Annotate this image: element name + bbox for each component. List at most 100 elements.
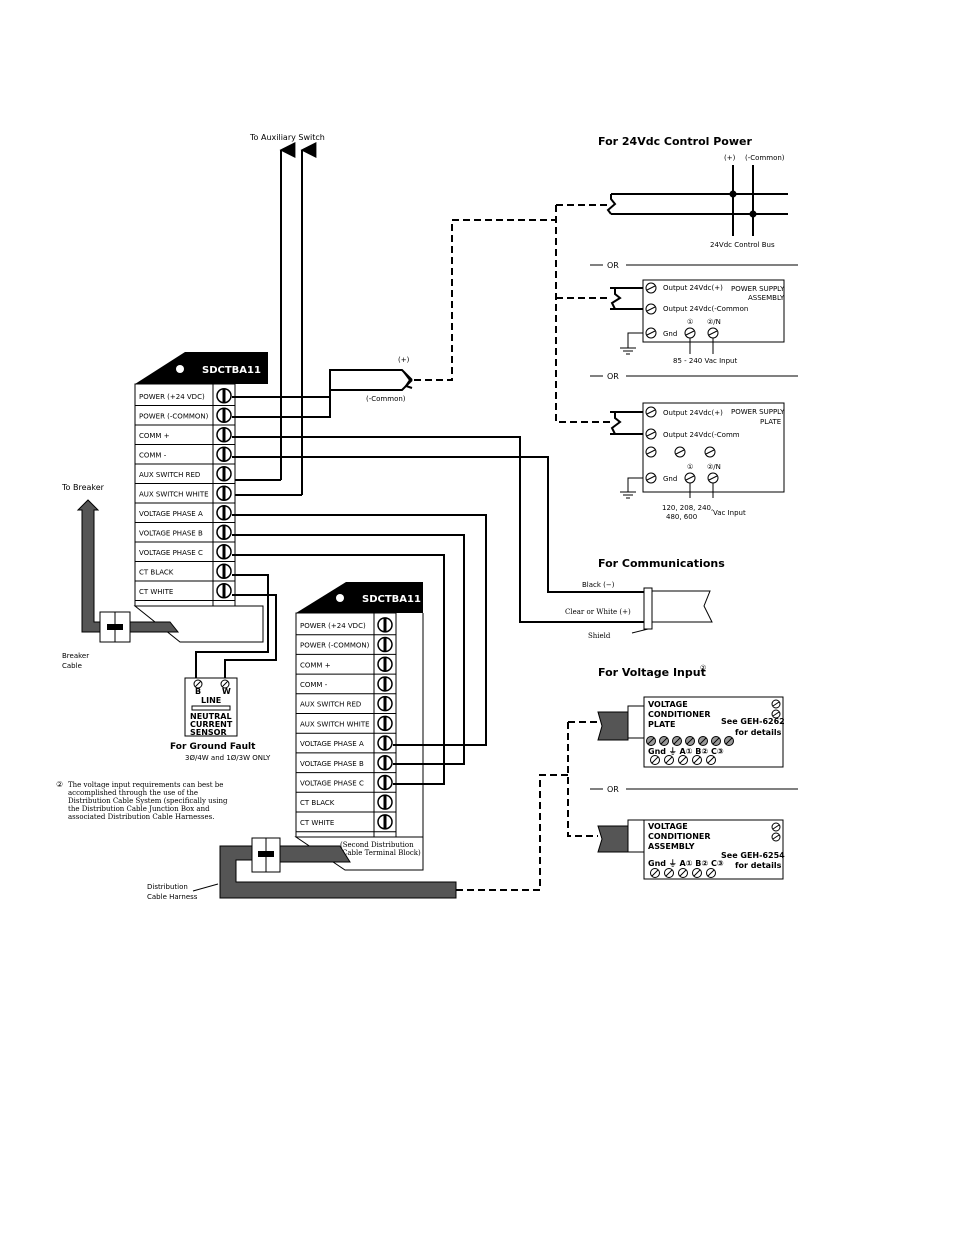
screw-slot-icon — [699, 737, 707, 745]
screw-slot-icon — [383, 716, 387, 731]
comm-cable — [631, 587, 713, 634]
block1-terminal-label: POWER (+24 VDC) — [139, 393, 205, 401]
neutral-current-sensor: B W LINE NEUTRAL CURRENT SENSOR — [184, 677, 238, 737]
distribution-cable-harness — [219, 837, 457, 899]
distribution-cable-label-2: Cable Harness — [147, 893, 198, 901]
voltage-phase-wires — [232, 514, 487, 785]
screw-slot-icon — [383, 755, 387, 770]
screw-slot-icon — [222, 525, 226, 540]
svg-text:①: ① — [687, 463, 693, 471]
block1-terminal-row: VOLTAGE PHASE A — [135, 505, 235, 523]
block2-terminal-label: VOLTAGE PHASE A — [300, 740, 364, 748]
svg-text:VOLTAGE: VOLTAGE — [648, 822, 688, 831]
block1-terminal-row: VOLTAGE PHASE C — [135, 544, 235, 562]
footnote-marker: ② — [56, 780, 63, 789]
block1-terminal-row: AUX SWITCH WHITE — [135, 485, 235, 504]
screw-slot-icon — [222, 408, 226, 423]
block2-terminal-label: COMM - — [300, 681, 328, 689]
block2-terminal-label: AUX SWITCH WHITE — [300, 720, 370, 728]
control-bus — [606, 165, 788, 236]
screw-slot-icon — [383, 696, 387, 711]
block2-terminal-row: VOLTAGE PHASE C — [296, 774, 396, 793]
block2-terminal-row: POWER (-COMMON) — [296, 636, 396, 655]
block2-terminal-row: CT BLACK — [296, 794, 396, 813]
control-plus-label: (+) — [724, 154, 736, 162]
block1-terminal-label: CT BLACK — [139, 568, 174, 576]
svg-text:OR: OR — [607, 785, 619, 794]
svg-text:POWER SUPPLY: POWER SUPPLY — [731, 408, 785, 416]
screw-slot-icon — [222, 505, 226, 520]
distribution-cable-label-1: Distribution — [147, 883, 188, 891]
screw-slot-icon — [707, 869, 715, 877]
svg-text:ASSEMBLY: ASSEMBLY — [748, 294, 785, 302]
svg-text:OR: OR — [607, 261, 619, 270]
svg-text:See GEH-6262: See GEH-6262 — [721, 717, 785, 726]
svg-text:Gnd: Gnd — [663, 475, 677, 483]
svg-text:Output 24Vdc(-Comm: Output 24Vdc(-Comm — [663, 431, 740, 439]
power-supply-plate: POWER SUPPLY PLATE Output 24Vdc(+) Outpu… — [610, 402, 785, 499]
svg-text:②/N: ②/N — [707, 463, 721, 471]
sensor-name-2: CURRENT — [190, 720, 233, 729]
psp-input-c: Vac Input — [713, 509, 746, 517]
block1-terminal-label: POWER (-COMMON) — [139, 412, 209, 420]
block2-indicator-icon — [336, 594, 344, 602]
block1-terminal-row: CT BLACK — [135, 563, 235, 582]
screw-slot-icon — [222, 427, 226, 442]
footnote-line-2: accomplished through the use of the — [68, 789, 198, 797]
svg-text:Gnd ⏚ A① B② C③: Gnd ⏚ A① B② C③ — [648, 859, 724, 868]
screw-slot-icon — [651, 756, 659, 764]
block2-terminal-label: VOLTAGE PHASE B — [300, 760, 364, 768]
svg-text:See GEH-6254: See GEH-6254 — [721, 851, 785, 860]
screw-slot-icon — [725, 737, 733, 745]
svg-text:Output 24Vdc(+): Output 24Vdc(+) — [663, 409, 723, 417]
power-wires — [232, 369, 413, 418]
comm-black-label: Black (−) — [582, 581, 615, 589]
svg-text:OR: OR — [607, 372, 619, 381]
block2-label-column — [295, 612, 375, 838]
or-separator-1: OR — [590, 261, 798, 270]
screw-slot-icon — [693, 756, 701, 764]
screw-slot-icon — [222, 544, 226, 559]
block2-header — [296, 582, 423, 613]
control-common-label: (-Common) — [745, 154, 785, 162]
block2-terminal-label: VOLTAGE PHASE C — [300, 779, 364, 787]
screw-slot-icon — [665, 756, 673, 764]
block1-terminal-row: COMM - — [135, 446, 235, 465]
block1-terminal-label: CT WHITE — [139, 588, 173, 596]
psa-input-label: 85 - 240 Vac Input — [673, 357, 737, 365]
to-breaker-label: To Breaker — [61, 483, 105, 492]
block1-terminal-row: POWER (+24 VDC) — [135, 388, 235, 406]
control-bus-label: 24Vdc Control Bus — [710, 241, 775, 249]
svg-text:①: ① — [687, 318, 693, 326]
ground-fault-heading: For Ground Fault — [170, 742, 256, 752]
block2-terminal-label: AUX SWITCH RED — [300, 701, 361, 709]
svg-text:PLATE: PLATE — [648, 720, 675, 729]
sensor-b-label: B — [195, 687, 201, 696]
screw-slot-icon — [383, 676, 387, 691]
block2-note-1: (Second Distribution — [340, 841, 414, 849]
voltage-conditioner-plate: VOLTAGE CONDITIONER PLATE See GEH-6262 f… — [597, 696, 785, 768]
screw-slot-icon — [222, 447, 226, 462]
screw-slot-icon — [383, 617, 387, 632]
block2-title: SDCTBA11 — [362, 594, 421, 605]
block2-terminal-row: POWER (+24 VDC) — [296, 617, 396, 636]
screw-slot-icon — [383, 637, 387, 652]
screw-slot-icon — [383, 736, 387, 751]
screw-slot-icon — [222, 486, 226, 501]
screw-slot-icon — [660, 737, 668, 745]
screw-slot-icon — [686, 737, 694, 745]
svg-text:Gnd ⏚ A① B② C③: Gnd ⏚ A① B② C③ — [648, 747, 724, 756]
screw-slot-icon — [222, 466, 226, 481]
block1-terminal-label: AUX SWITCH RED — [139, 471, 200, 479]
terminal-block-2: SDCTBA11 POWER (+24 VDC)POWER (-COMMON) C… — [294, 582, 424, 871]
block1-terminal-row: POWER (-COMMON) — [135, 407, 235, 426]
terminal-block-1: SDCTBA11 POWER (+24 VDC) POWER (-COMMON) C… — [133, 352, 268, 643]
block1-terminal-label: COMM + — [139, 432, 170, 440]
sensor-line-label: LINE — [201, 696, 221, 705]
footnote-line-3: Distribution Cable System (specifically … — [68, 797, 228, 805]
screw-slot-icon — [222, 583, 226, 598]
block1-title: SDCTBA11 — [202, 365, 261, 376]
screw-slot-icon — [693, 869, 701, 877]
block1-terminal-label: COMM - — [139, 451, 167, 459]
block1-terminal-label: VOLTAGE PHASE B — [139, 529, 203, 537]
